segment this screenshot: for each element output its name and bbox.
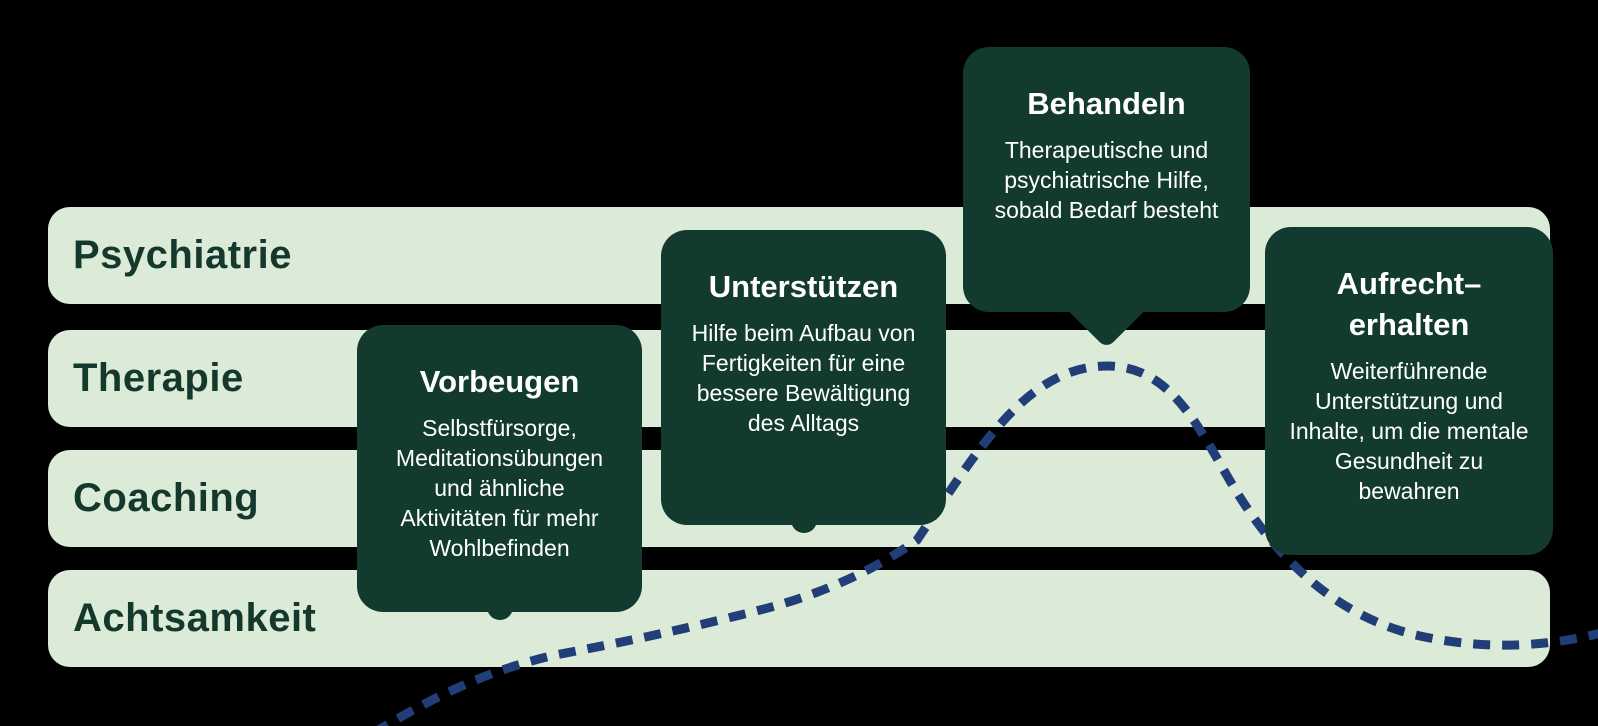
callout-body: Weiterführende Unterstützung und Inhalte…: [1289, 358, 1529, 504]
callout-aufrechterhalten: Aufrecht– erhalten Weiterführende Unters…: [1265, 227, 1553, 555]
callout-behandeln: Behandeln Therapeutische und psychiatris…: [963, 47, 1250, 349]
callout-tail-bump: [790, 507, 817, 533]
callout-title: Behandeln: [1027, 86, 1186, 121]
callout-body: Hilfe beim Aufbau von Fertigkeiten für e…: [691, 320, 916, 436]
level-bar-label: Psychiatrie: [73, 233, 292, 277]
callout-body: Therapeutische und psychiatrische Hilfe,…: [994, 137, 1219, 223]
callout-title: Vorbeugen: [419, 364, 580, 399]
callout-vorbeugen: Vorbeugen Selbstfürsorge, Meditationsübu…: [357, 325, 642, 620]
callout-unterstuetzen: Unterstützen Hilfe beim Aufbau von Ferti…: [661, 230, 946, 533]
callout-title: Aufrecht– erhalten: [1336, 266, 1482, 342]
callout-title: Unterstützen: [708, 269, 899, 304]
callout-tail-bump: [486, 594, 513, 620]
level-bar-label: Therapie: [73, 356, 244, 400]
level-bar-label: Achtsamkeit: [73, 596, 317, 640]
level-bar-label: Coaching: [73, 476, 260, 520]
level-bar-achtsamkeit: Achtsamkeit: [48, 570, 1550, 667]
callout-body: Selbstfürsorge, Meditationsübungen und ä…: [395, 415, 604, 561]
